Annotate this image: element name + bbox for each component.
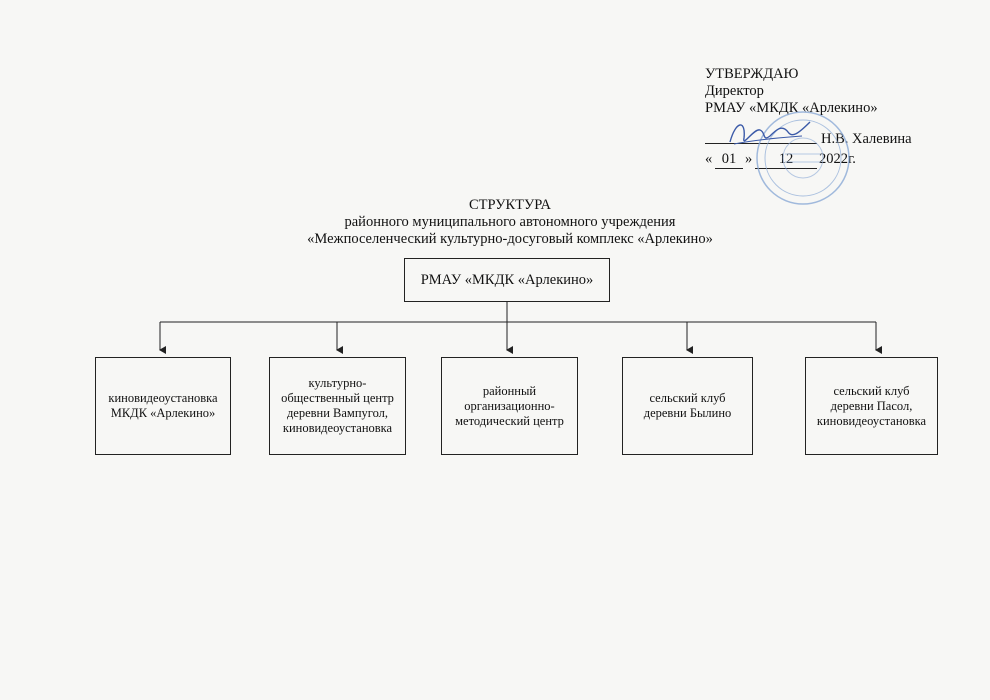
unit-box: сельский клуб деревни Пасол, киновидеоус… <box>805 357 938 455</box>
unit-label: культурно- общественный центр деревни Ва… <box>281 376 394 435</box>
unit-box: районный организационно- методический це… <box>441 357 578 455</box>
unit-label: киновидеоустановка МКДК «Арлекино» <box>108 391 218 420</box>
title-line-2: районного муниципального автономного учр… <box>344 214 676 230</box>
approval-heading: УТВЕРЖДАЮ <box>705 66 799 82</box>
unit-box: культурно- общественный центр деревни Ва… <box>269 357 406 455</box>
unit-box: сельский клуб деревни Былино <box>622 357 753 455</box>
signature-icon <box>729 121 811 145</box>
unit-label: сельский клуб деревни Былино <box>643 391 732 420</box>
date-close-quote: » <box>745 151 753 167</box>
approval-block: УТВЕРЖДАЮ Директор РМАУ «МКДК «Арлекино»… <box>705 66 935 169</box>
title-line-1: СТРУКТУРА <box>469 197 551 213</box>
unit-label: сельский клуб деревни Пасол, киновидеоус… <box>816 383 927 428</box>
signature-line <box>705 143 817 144</box>
date-year: 2022г. <box>819 151 856 167</box>
unit-box: киновидеоустановка МКДК «Арлекино» <box>95 357 231 455</box>
unit-label: районный организационно- методический це… <box>455 383 564 428</box>
approval-organization: РМАУ «МКДК «Арлекино» <box>705 100 878 116</box>
document-title: СТРУКТУРА районного муниципального автон… <box>260 197 760 248</box>
head-unit-label: РМАУ «МКДК «Арлекино» <box>420 271 594 288</box>
title-line-3: «Межпоселенческий культурно-досуговый ко… <box>307 231 713 247</box>
date-open-quote: « <box>705 151 713 167</box>
stamp-icon <box>756 111 850 205</box>
approval-position: Директор <box>705 83 764 99</box>
date-day: 01 <box>715 151 743 169</box>
head-unit-box: РМАУ «МКДК «Арлекино» <box>404 258 610 302</box>
